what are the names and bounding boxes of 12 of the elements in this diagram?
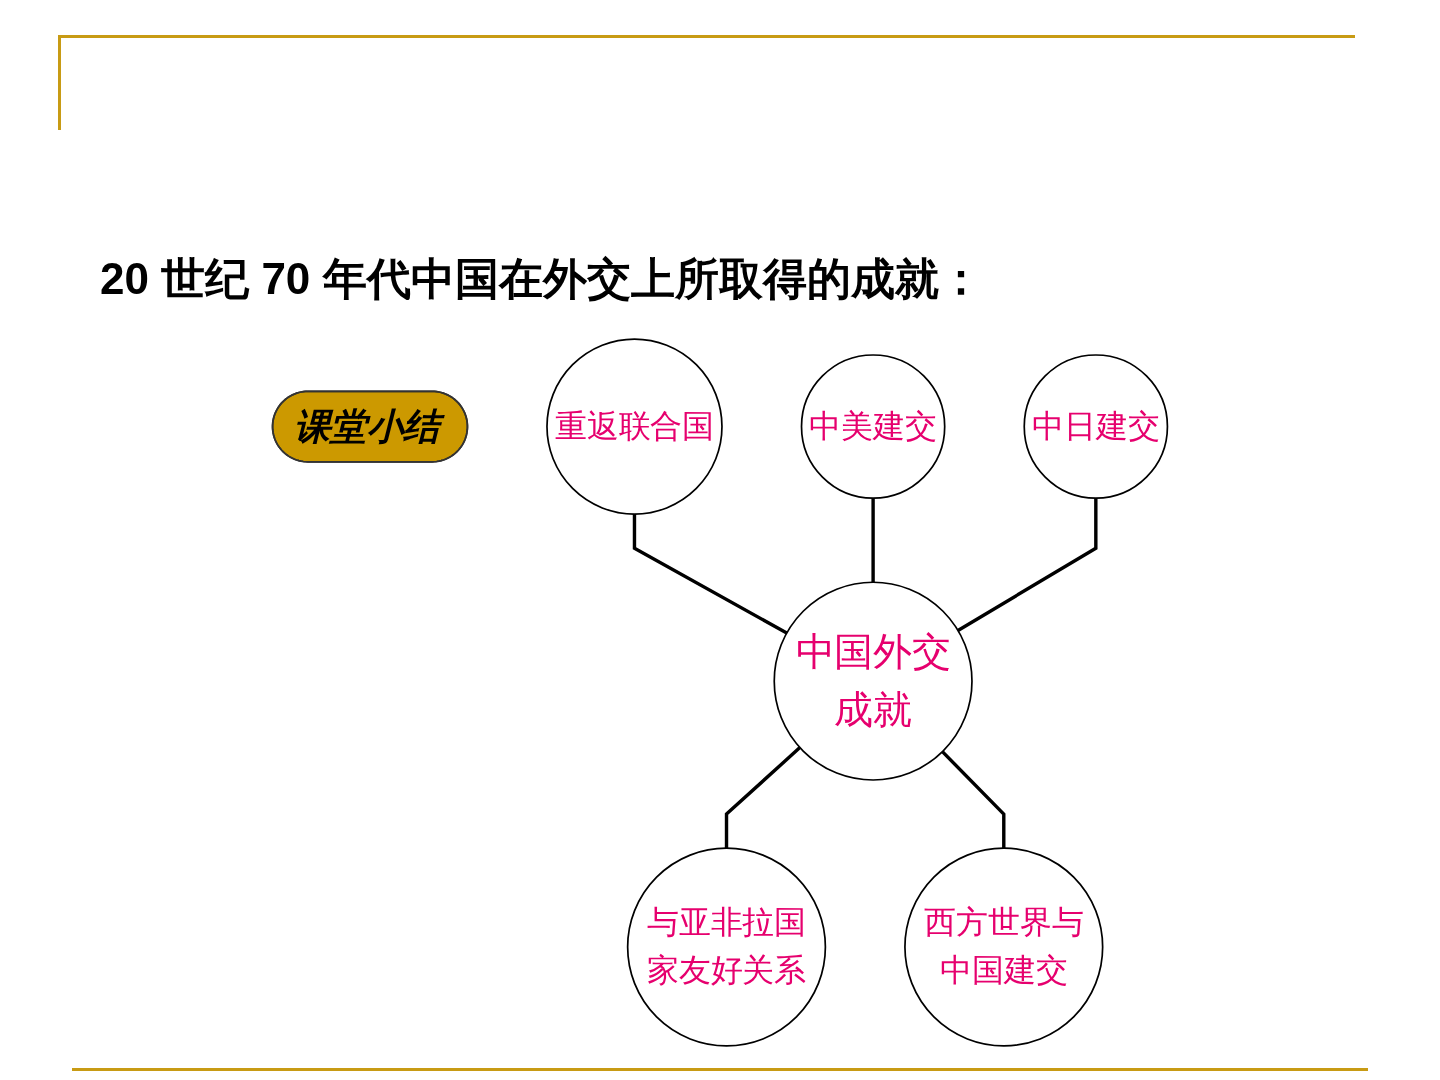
- node-circle: 中日建交: [1023, 354, 1169, 500]
- title: 20 世纪 70 年代中国在外交上所取得的成就：: [100, 253, 983, 305]
- node-circle: 重返联合国: [546, 338, 723, 515]
- node-circle: 与亚非拉国家友好关系: [626, 847, 827, 1047]
- connector: [957, 498, 1098, 632]
- connector: [941, 750, 1006, 849]
- node-circle: 中国外交成就: [773, 581, 973, 781]
- node-circle: 西方世界与中国建交: [904, 847, 1104, 1047]
- node-circle: 中美建交: [800, 354, 946, 500]
- connector: [724, 746, 802, 849]
- connector: [632, 514, 788, 635]
- connector: [871, 498, 875, 583]
